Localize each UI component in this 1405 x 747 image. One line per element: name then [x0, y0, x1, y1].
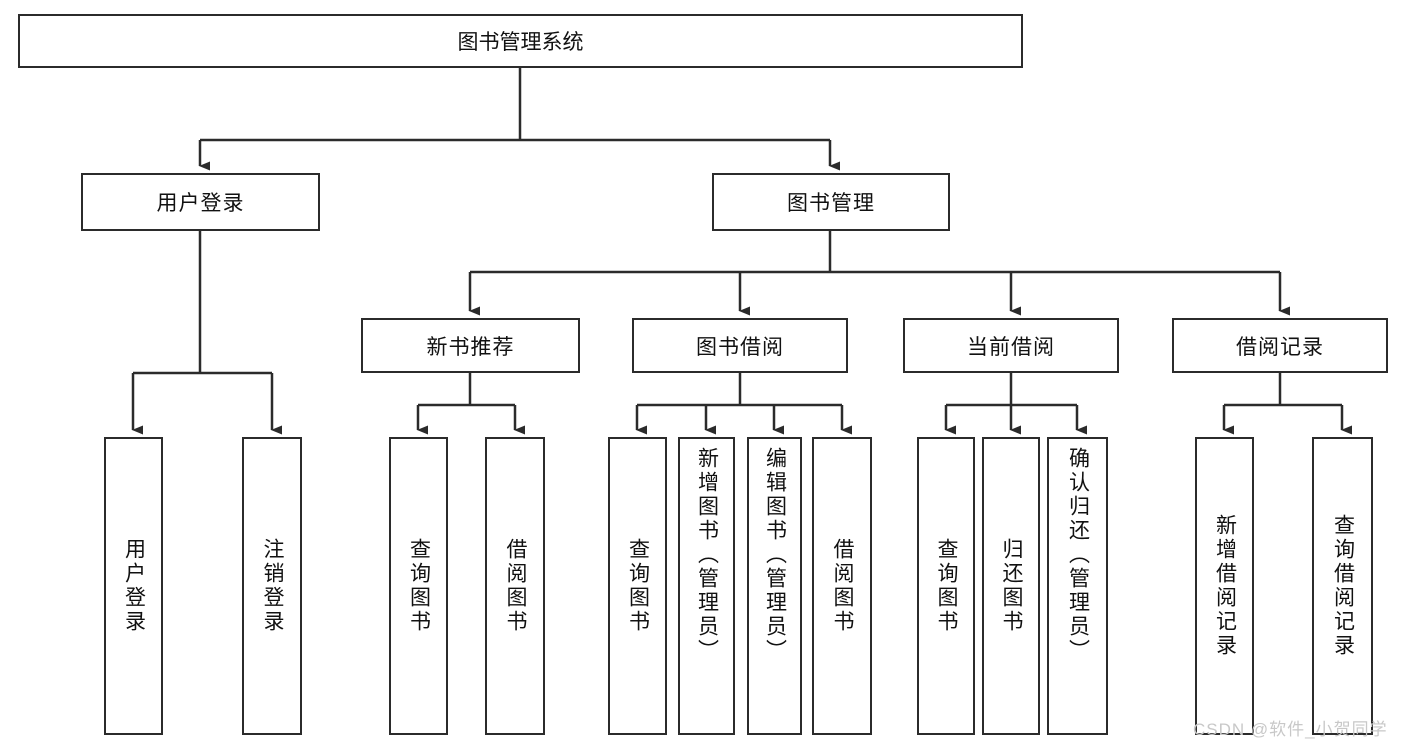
node-borrow-records[interactable]: 借阅记录 [1172, 318, 1388, 373]
node-root[interactable]: 图书管理系统 [18, 14, 1023, 68]
leaf-confirm-return-admin[interactable]: 确认归还（管理员） [1047, 437, 1108, 735]
leaf-query-book-borrow[interactable]: 查询图书 [608, 437, 667, 735]
leaf-logout[interactable]: 注销登录 [242, 437, 302, 735]
leaf-edit-book-admin[interactable]: 编辑图书（管理员） [747, 437, 802, 735]
leaf-user-login[interactable]: 用户登录 [104, 437, 163, 735]
leaf-add-book-admin[interactable]: 新增图书（管理员） [678, 437, 735, 735]
watermark-text: CSDN @软件_小贺同学 [1193, 720, 1388, 739]
leaf-borrow-book[interactable]: 借阅图书 [812, 437, 872, 735]
node-book-borrow[interactable]: 图书借阅 [632, 318, 848, 373]
leaf-add-borrow-record[interactable]: 新增借阅记录 [1195, 437, 1254, 735]
leaf-query-borrow-record[interactable]: 查询借阅记录 [1312, 437, 1373, 735]
node-user-login[interactable]: 用户登录 [81, 173, 320, 231]
leaf-query-book-current[interactable]: 查询图书 [917, 437, 975, 735]
leaf-return-book[interactable]: 归还图书 [982, 437, 1040, 735]
node-book-management[interactable]: 图书管理 [712, 173, 950, 231]
leaf-borrow-book-recommend[interactable]: 借阅图书 [485, 437, 545, 735]
node-new-book-recommend[interactable]: 新书推荐 [361, 318, 580, 373]
node-current-borrow[interactable]: 当前借阅 [903, 318, 1119, 373]
leaf-query-book-recommend[interactable]: 查询图书 [389, 437, 448, 735]
